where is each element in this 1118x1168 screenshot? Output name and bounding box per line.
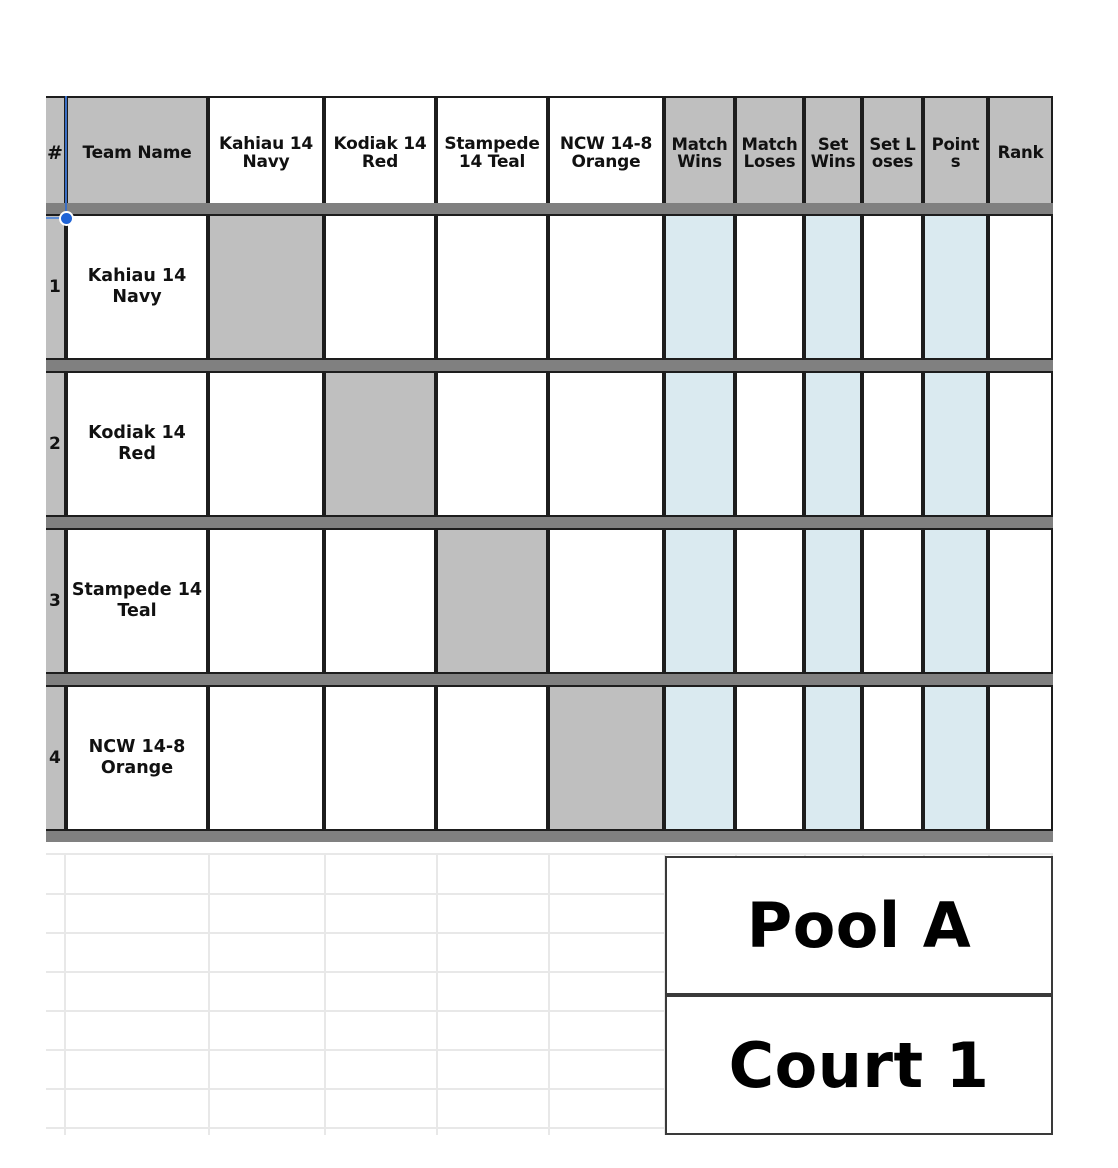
match-cell-2-3[interactable] (436, 371, 548, 517)
row-separator-4 (46, 674, 1053, 685)
stat-cell-4-3[interactable] (804, 685, 862, 831)
stat-cell-4-4[interactable] (862, 685, 923, 831)
header-stat-label-3: Set Wins (810, 134, 856, 171)
match-cell-4-2[interactable] (324, 685, 436, 831)
header-opponent-label-4: NCW 14-8 Orange (559, 133, 653, 172)
team-name-label-4: NCW 14-8 Orange (88, 736, 186, 778)
freeze-pane-horizontal-line[interactable] (46, 217, 68, 219)
header-opponent-3[interactable]: Stampede 14 Teal (436, 96, 548, 210)
stat-cell-2-6[interactable] (988, 371, 1053, 517)
stat-cell-3-5[interactable] (923, 528, 988, 674)
team-name-cell-3[interactable]: Stampede 14 Teal (66, 528, 208, 674)
stat-cell-1-6[interactable] (988, 214, 1053, 360)
row-number-cell-1[interactable]: 1 (46, 214, 66, 360)
match-cell-1-2[interactable] (324, 214, 436, 360)
header-stat-1[interactable]: Match Wins (664, 96, 735, 210)
header-stat-4[interactable]: Set Loses (862, 96, 923, 210)
match-cell-4-3[interactable] (436, 685, 548, 831)
pool-label-text: Pool A (746, 889, 972, 962)
header-stat-label-6: Rank (997, 143, 1044, 163)
header-opponent-4[interactable]: NCW 14-8 Orange (548, 96, 664, 210)
row-number-label-2: 2 (49, 434, 61, 454)
header-stat-5[interactable]: Points (923, 96, 988, 210)
gridline-v-1 (64, 853, 66, 1135)
header-stat-6[interactable]: Rank (988, 96, 1053, 210)
header-opponent-label-1: Kahiau 14 Navy (219, 133, 313, 172)
header-opponent-label-3: Stampede 14 Teal (444, 133, 540, 172)
row-number-label-1: 1 (49, 277, 61, 297)
gridline-v-4 (436, 853, 438, 1135)
header-row-number-label: # (47, 142, 63, 164)
header-stat-label-5: Points (931, 134, 980, 171)
match-cell-3-2[interactable] (324, 528, 436, 674)
team-name-cell-2[interactable]: Kodiak 14 Red (66, 371, 208, 517)
match-cell-1-4[interactable] (548, 214, 664, 360)
stat-cell-1-2[interactable] (735, 214, 804, 360)
match-cell-4-1[interactable] (208, 685, 324, 831)
stat-cell-3-1[interactable] (664, 528, 735, 674)
match-cell-self-3 (436, 528, 548, 674)
row-separator-5 (46, 831, 1053, 842)
match-cell-self-1 (208, 214, 324, 360)
header-team-name-label: Team Name (82, 142, 192, 163)
row-number-label-4: 4 (49, 748, 61, 768)
stat-cell-3-2[interactable] (735, 528, 804, 674)
row-number-cell-3[interactable]: 3 (46, 528, 66, 674)
team-name-label-1: Kahiau 14 Navy (87, 265, 187, 307)
stat-cell-1-1[interactable] (664, 214, 735, 360)
freeze-pane-vertical-line[interactable] (65, 96, 67, 218)
header-row-number[interactable]: # (46, 96, 66, 210)
gridline-v-2 (208, 853, 210, 1135)
stat-cell-1-5[interactable] (923, 214, 988, 360)
row-separator-2 (46, 360, 1053, 371)
stat-cell-2-3[interactable] (804, 371, 862, 517)
header-opponent-label-2: Kodiak 14 Red (333, 133, 427, 172)
row-number-cell-4[interactable]: 4 (46, 685, 66, 831)
stat-cell-3-4[interactable] (862, 528, 923, 674)
match-cell-self-4 (548, 685, 664, 831)
header-opponent-1[interactable]: Kahiau 14 Navy (208, 96, 324, 210)
team-name-label-2: Kodiak 14 Red (88, 422, 186, 464)
match-cell-self-2 (324, 371, 436, 517)
header-stat-label-2: Match Loses (741, 134, 798, 171)
header-stat-label-1: Match Wins (671, 134, 728, 171)
stat-cell-1-3[interactable] (804, 214, 862, 360)
stat-cell-4-5[interactable] (923, 685, 988, 831)
team-name-cell-4[interactable]: NCW 14-8 Orange (66, 685, 208, 831)
row-number-cell-2[interactable]: 2 (46, 371, 66, 517)
stat-cell-1-4[interactable] (862, 214, 923, 360)
team-name-cell-1[interactable]: Kahiau 14 Navy (66, 214, 208, 360)
stat-cell-4-6[interactable] (988, 685, 1053, 831)
stat-cell-3-3[interactable] (804, 528, 862, 674)
header-stat-3[interactable]: Set Wins (804, 96, 862, 210)
header-stat-2[interactable]: Match Loses (735, 96, 804, 210)
header-stat-label-4: Set Loses (869, 134, 916, 171)
header-team-name[interactable]: Team Name (66, 96, 208, 210)
stat-cell-2-4[interactable] (862, 371, 923, 517)
match-cell-2-1[interactable] (208, 371, 324, 517)
freeze-pane-handle-dot[interactable] (59, 211, 74, 226)
team-name-label-3: Stampede 14 Teal (71, 579, 203, 621)
match-cell-3-4[interactable] (548, 528, 664, 674)
row-separator-1 (46, 203, 1053, 214)
stat-cell-2-5[interactable] (923, 371, 988, 517)
row-number-label-3: 3 (49, 591, 61, 611)
match-cell-1-3[interactable] (436, 214, 548, 360)
gridline-v-5 (548, 853, 550, 1135)
match-cell-3-1[interactable] (208, 528, 324, 674)
pool-label-box[interactable]: Pool A (665, 856, 1053, 995)
gridline-v-3 (324, 853, 326, 1135)
match-cell-2-4[interactable] (548, 371, 664, 517)
header-opponent-2[interactable]: Kodiak 14 Red (324, 96, 436, 210)
stat-cell-2-1[interactable] (664, 371, 735, 517)
stat-cell-3-6[interactable] (988, 528, 1053, 674)
stat-cell-4-2[interactable] (735, 685, 804, 831)
row-separator-3 (46, 517, 1053, 528)
court-label-text: Court 1 (728, 1028, 990, 1102)
stat-cell-2-2[interactable] (735, 371, 804, 517)
court-label-box[interactable]: Court 1 (665, 995, 1053, 1135)
stat-cell-4-1[interactable] (664, 685, 735, 831)
